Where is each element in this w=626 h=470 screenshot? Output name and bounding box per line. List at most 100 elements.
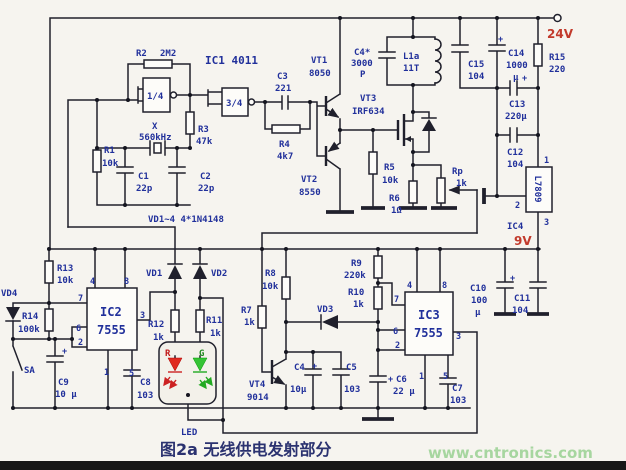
- vt4-val: 9014: [247, 393, 269, 403]
- c14-plus: +: [498, 35, 503, 45]
- r7-ref: R7: [241, 306, 252, 316]
- ic3-pin4: 4: [407, 281, 412, 291]
- ic3-pin2: 2: [395, 341, 400, 351]
- r6-val: 1Ω: [391, 206, 402, 216]
- watermark: www.cntronics.com: [428, 444, 593, 462]
- potentiometer-Rp: [436, 177, 446, 204]
- r4-val: 4k7: [277, 152, 293, 162]
- vt2-val: 8550: [299, 188, 321, 198]
- resistor-R8: [281, 276, 291, 300]
- c12-ref: C12: [507, 148, 523, 158]
- mosfet-body-diode: [422, 119, 436, 131]
- c4t-unit: P: [360, 70, 366, 80]
- ic2-pin6: 6: [76, 324, 81, 334]
- c15-val: 104: [468, 72, 485, 82]
- ic3-model: 7555: [414, 326, 443, 340]
- c4t-val: 3000: [351, 59, 373, 69]
- r1-val: 10k: [102, 159, 119, 169]
- vt1-ref: VT1: [311, 56, 327, 66]
- vt3-ref: VT3: [360, 94, 376, 104]
- x1-val: 560kHz: [139, 133, 172, 143]
- resistor-R4: [271, 124, 301, 134]
- vd3-ref: VD3: [317, 305, 333, 315]
- supply-24v-label: 24V: [547, 27, 574, 41]
- c14-ref: C14: [508, 49, 525, 59]
- ic2-pin2: 2: [78, 338, 83, 348]
- oscillator-section: IC1 4011 1/4 3/4 R2 2M2 R1 10k X 560kHz …: [67, 49, 258, 228]
- driver-coupling: C3 221 R4 4k7: [254, 72, 327, 162]
- ic2-pin1: 1: [104, 368, 109, 378]
- led-green-ray: [198, 379, 207, 390]
- r9-ref: R9: [351, 259, 362, 269]
- r5-val: 10k: [382, 176, 399, 186]
- c11-val: 104: [512, 306, 529, 316]
- diode-VD3: [322, 315, 338, 329]
- l1a-ref: L1a: [403, 52, 419, 62]
- r8-val: 10k: [262, 282, 279, 292]
- resistor-R6: [408, 180, 418, 204]
- r2-val: 2M2: [160, 49, 176, 59]
- c13-plus: +: [522, 74, 527, 84]
- c10-plus: +: [510, 274, 515, 284]
- mosfet-arrow: [405, 136, 411, 142]
- r15-ref: R15: [549, 53, 565, 63]
- ic2-pin3: 3: [140, 311, 145, 321]
- led-green-label: G: [199, 349, 204, 359]
- r10-val: 1k: [353, 300, 364, 310]
- diode-VD2: [193, 265, 207, 279]
- c5-val: 103: [344, 385, 360, 395]
- vt4-ref: VT4: [249, 380, 266, 390]
- detector-led-section: VD1 VD2 R12 1k R11 1k R G LED: [67, 226, 478, 438]
- r12-ref: R12: [148, 320, 164, 330]
- r1-ref: R1: [104, 146, 115, 156]
- resistor-R15: [533, 43, 543, 67]
- vd4-ref: VD4: [1, 289, 18, 299]
- led-red-ray: [169, 379, 178, 390]
- c2-ref: C2: [200, 172, 211, 182]
- r8-ref: R8: [265, 269, 276, 279]
- ic2-section: IC2 7555 4 8 7 6 2 3 1 5 VD4 R13 10k R14…: [1, 248, 176, 409]
- power-rails: 24V 9V: [12, 13, 574, 421]
- junction-dots: [11, 16, 540, 422]
- ic3-name: IC3: [418, 308, 440, 322]
- vd2-ref: VD2: [211, 269, 227, 279]
- vd1-ref: VD1: [146, 269, 162, 279]
- c9-ref: C9: [58, 378, 69, 388]
- r2-ref: R2: [136, 49, 147, 59]
- power-stage: VT1 8050 VT2 8550 VT3 IRF634 C4* 3000 P …: [299, 17, 478, 234]
- led-red-ray: [163, 376, 172, 387]
- ic2-model: 7555: [97, 323, 126, 337]
- ic4-name: IC4: [507, 222, 524, 232]
- ic4-pin1: 1: [544, 156, 549, 166]
- c10-val: 100: [471, 296, 487, 306]
- c6-plus: +: [388, 375, 393, 385]
- vt2-ref: VT2: [301, 175, 317, 185]
- c5-ref: C5: [346, 363, 357, 373]
- c10-unit: μ: [475, 308, 481, 318]
- r13-ref: R13: [57, 264, 73, 274]
- ic3-pin1: 1: [419, 372, 424, 382]
- r3-ref: R3: [198, 125, 209, 135]
- resistor-R13: [44, 260, 54, 284]
- resistor-R3: [185, 111, 195, 135]
- r14-ref: R14: [22, 312, 39, 322]
- ic2-pin4: 4: [90, 277, 95, 287]
- c6-ref: C6: [396, 375, 407, 385]
- rail-9v-label: 9V: [514, 234, 532, 248]
- c8-val: 103: [137, 391, 153, 401]
- c3-val: 221: [275, 84, 291, 94]
- ic3-pin7: 7: [394, 295, 399, 305]
- c7-val: 103: [450, 396, 466, 406]
- resistor-R2: [143, 59, 173, 69]
- c3-ref: C3: [277, 72, 288, 82]
- vt3-val: IRF634: [352, 107, 385, 117]
- vt4-emitter-arrow: [270, 375, 286, 386]
- c4t-ref: C4*: [354, 48, 370, 58]
- led-red-label: R: [165, 349, 171, 359]
- ic1-label: IC1 4011: [205, 54, 258, 67]
- bottom-border-bar: [0, 461, 626, 470]
- ic2-pin7: 7: [78, 294, 83, 304]
- x1-ref: X: [152, 122, 158, 132]
- sa-ref: SA: [24, 366, 35, 376]
